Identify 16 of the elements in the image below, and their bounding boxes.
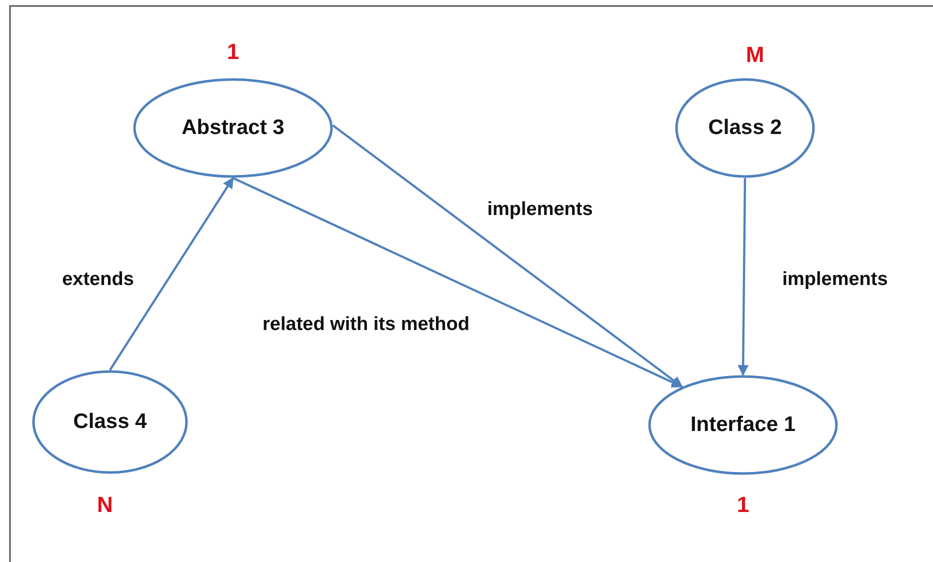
multiplicity-label: 1 — [736, 492, 750, 518]
arrow — [232, 177, 683, 388]
class-name: Class 2 — [708, 116, 782, 140]
class-name: Abstract 3 — [182, 116, 284, 140]
multiplicity-label: N — [97, 492, 113, 518]
class-ellipse — [133, 78, 333, 178]
class-name: Class 4 — [73, 410, 147, 434]
class-ellipse — [648, 375, 838, 475]
arrow — [109, 177, 234, 371]
arrow — [738, 178, 749, 376]
multiplicity-label: 1 — [226, 39, 240, 65]
arrow — [332, 124, 683, 388]
class-ellipse — [32, 370, 188, 474]
multiplicity-label: M — [746, 42, 764, 68]
class-name: Interface 1 — [690, 413, 796, 437]
class-ellipse — [675, 78, 815, 178]
